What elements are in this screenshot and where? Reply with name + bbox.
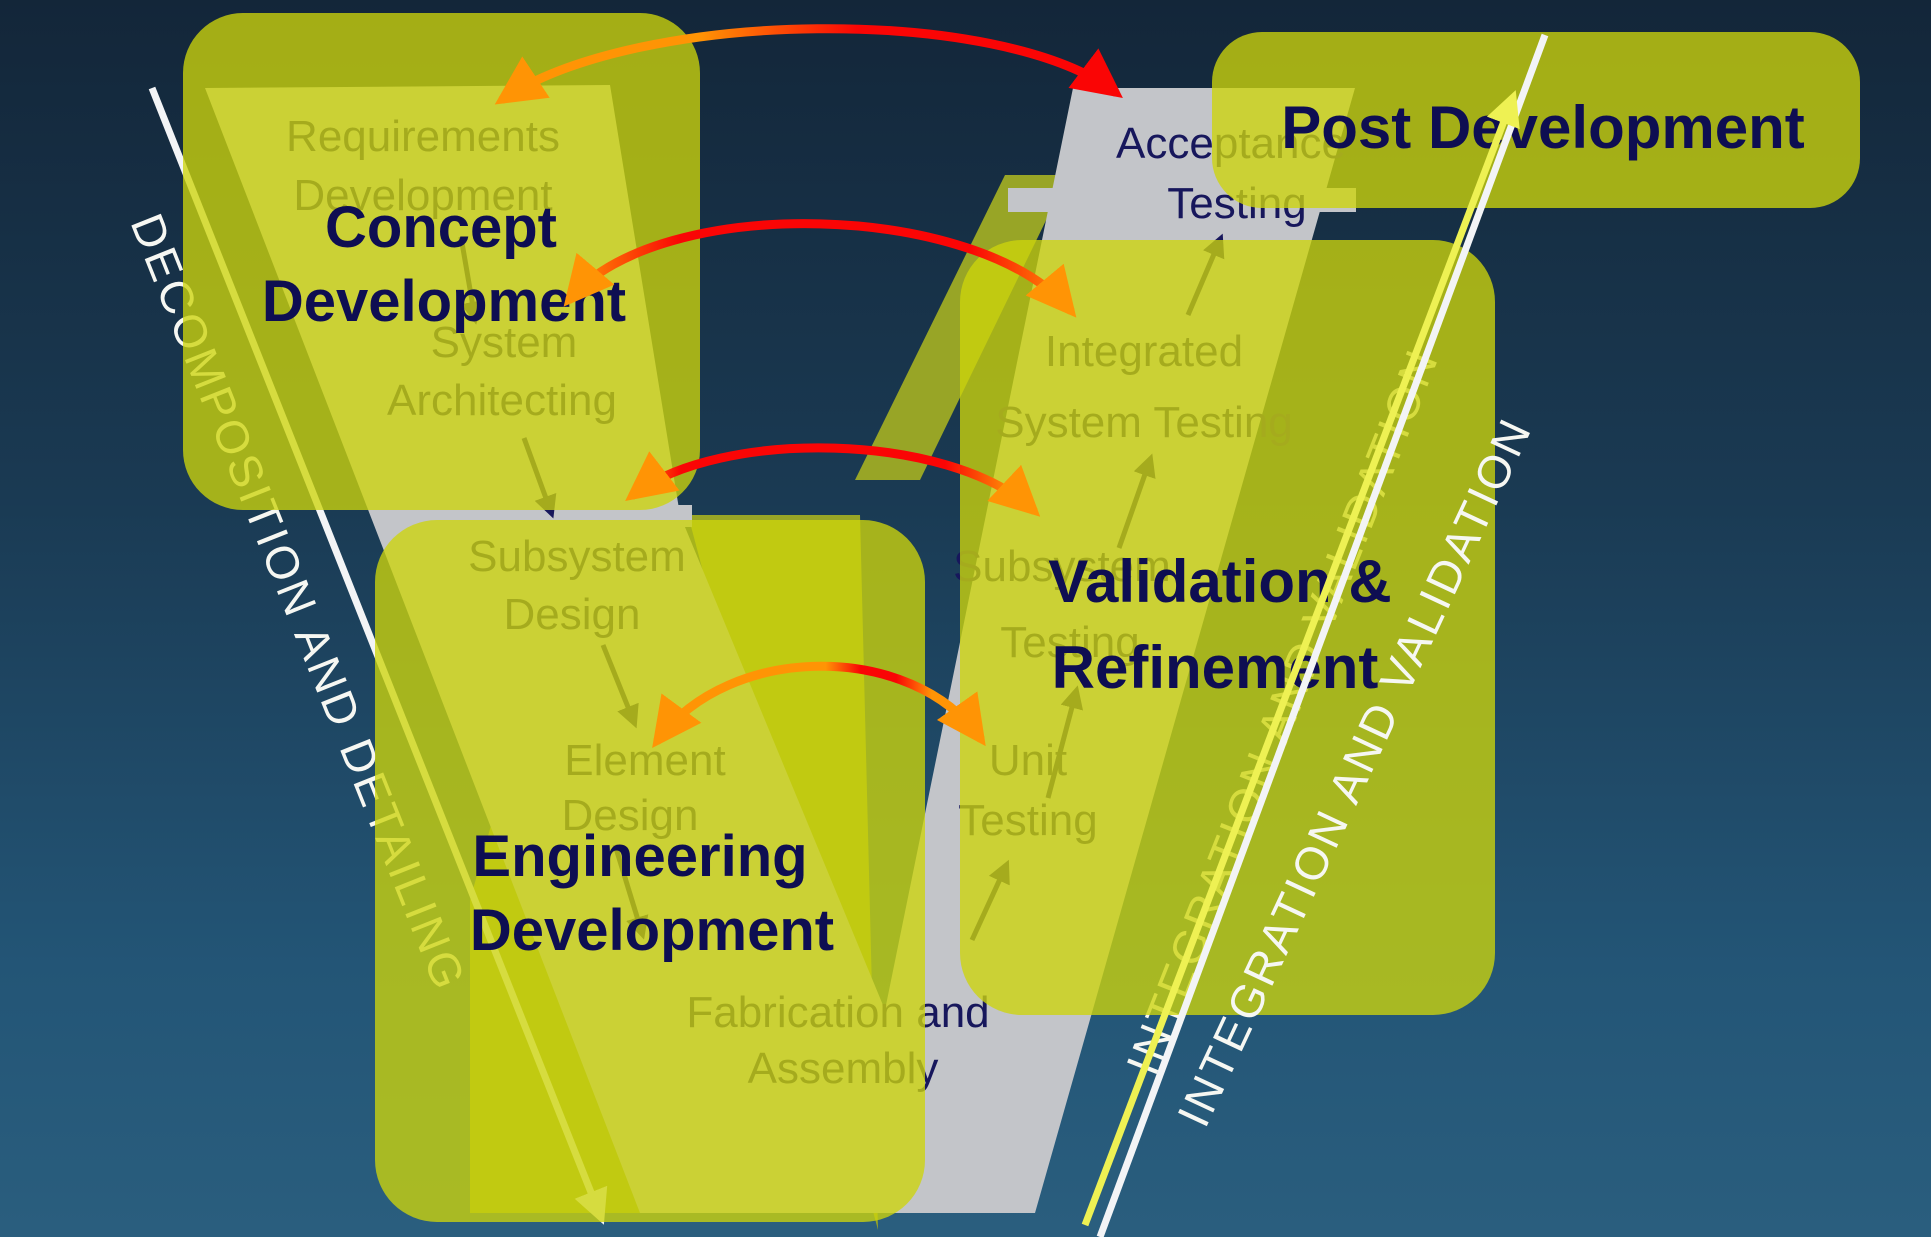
feedback-arcs <box>494 24 1123 748</box>
feedback-arc-element-unit <box>652 661 986 748</box>
feedback-arc-architecting-integrated <box>563 219 1077 318</box>
integration-arrow-line <box>1081 90 1520 1227</box>
title-engineering-line2: Development <box>470 898 834 963</box>
title-engineering-line1: Engineering <box>472 824 807 889</box>
title-concept-line1: Concept <box>325 195 557 260</box>
post-development-box <box>1212 32 1860 208</box>
validation-refinement-box <box>960 240 1495 1015</box>
integration-white-line <box>1096 33 1549 1237</box>
title-validation-line2: Refinement <box>1052 634 1379 701</box>
feedback-arc-requirements-acceptance <box>494 24 1123 105</box>
title-post-development: Post Development <box>1281 94 1804 161</box>
concept-development-box <box>183 13 700 510</box>
feedback-arc-subsystem-design-testing <box>625 443 1041 517</box>
